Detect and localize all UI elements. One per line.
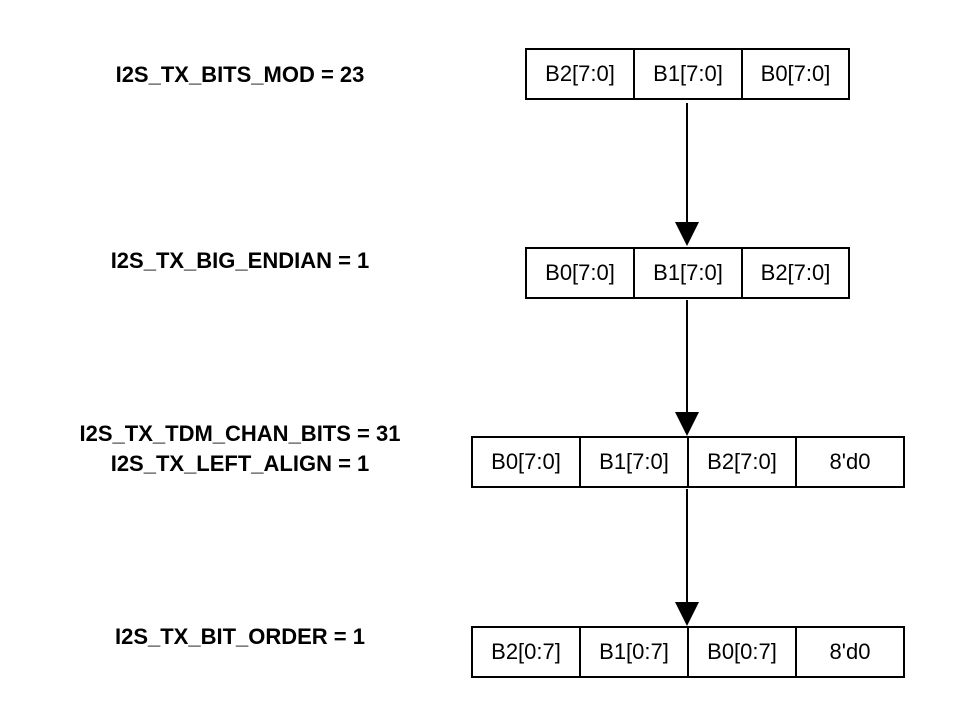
step-1-label-line: I2S_TX_BITS_MOD = 23	[115, 62, 365, 87]
step-4-bytes: B2[0:7] B1[0:7] B0[0:7] 8'd0	[471, 626, 905, 678]
byte-cell: B1[7:0]	[635, 249, 743, 297]
step-2-bytes: B0[7:0] B1[7:0] B2[7:0]	[525, 247, 850, 299]
arrow-2-head	[675, 412, 699, 436]
byte-cell: B1[7:0]	[635, 50, 743, 98]
step-4-label: I2S_TX_BIT_ORDER = 1	[40, 622, 440, 652]
byte-cell: B2[7:0]	[527, 50, 635, 98]
arrow-3-head	[675, 602, 699, 626]
byte-cell: B2[0:7]	[473, 628, 581, 676]
byte-cell: 8'd0	[829, 639, 871, 664]
byte-cell: B1[0:7]	[581, 628, 689, 676]
arrow-1-head	[675, 222, 699, 246]
step-1-label: I2S_TX_BITS_MOD = 23	[40, 60, 440, 90]
byte-cell: B0[7:0]	[760, 61, 831, 86]
byte-cell: B1[7:0]	[581, 438, 689, 486]
byte-cell: B2[7:0]	[760, 260, 831, 285]
step-3-bytes: B0[7:0] B1[7:0] B2[7:0] 8'd0	[471, 436, 905, 488]
byte-cell: B0[0:7]	[689, 628, 797, 676]
step-4-label-line: I2S_TX_BIT_ORDER = 1	[114, 624, 366, 649]
byte-cell: B2[7:0]	[689, 438, 797, 486]
step-2-label-line: I2S_TX_BIG_ENDIAN = 1	[110, 248, 370, 273]
step-1-bytes: B2[7:0] B1[7:0] B0[7:0]	[525, 48, 850, 100]
step-3-label-line-1: I2S_TX_TDM_CHAN_BITS = 31	[79, 421, 401, 446]
byte-cell: 8'd0	[829, 449, 871, 474]
step-3-label: I2S_TX_TDM_CHAN_BITS = 31 I2S_TX_LEFT_AL…	[40, 419, 440, 479]
step-2-label: I2S_TX_BIG_ENDIAN = 1	[40, 246, 440, 276]
byte-cell: B0[7:0]	[527, 249, 635, 297]
byte-cell: B0[7:0]	[473, 438, 581, 486]
step-3-label-line-2: I2S_TX_LEFT_ALIGN = 1	[110, 451, 370, 476]
